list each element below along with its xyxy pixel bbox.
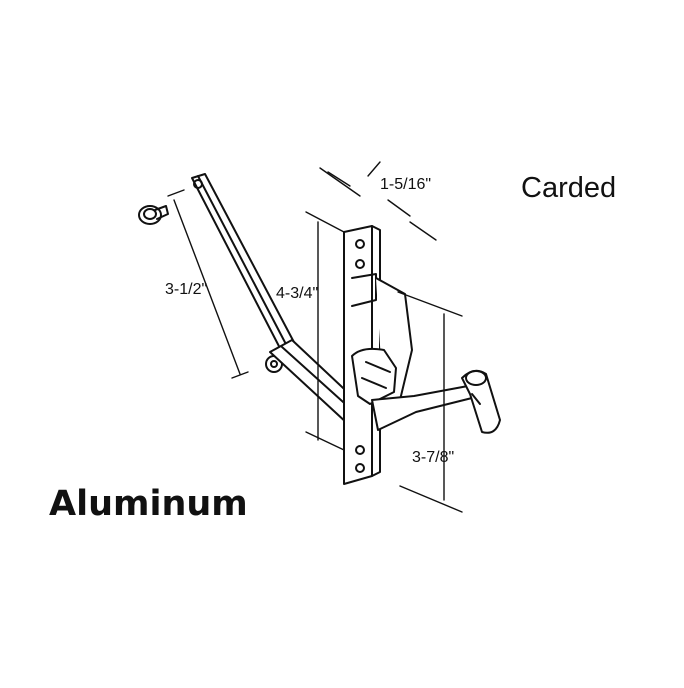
carded-label: Carded — [521, 172, 617, 204]
operator-arm — [191, 173, 359, 425]
crank-handle — [351, 277, 501, 434]
width-dimension: 1-5/16" — [380, 176, 432, 193]
rivet-part — [138, 205, 169, 225]
arm-length-dimension: 3-1/2" — [165, 281, 208, 298]
plate-height-dimension: 4-3/4" — [276, 285, 319, 302]
hole-spacing-dimension: 3-7/8" — [412, 449, 455, 466]
dimension-lines — [167, 161, 463, 513]
material-label: Aluminum — [49, 484, 248, 524]
